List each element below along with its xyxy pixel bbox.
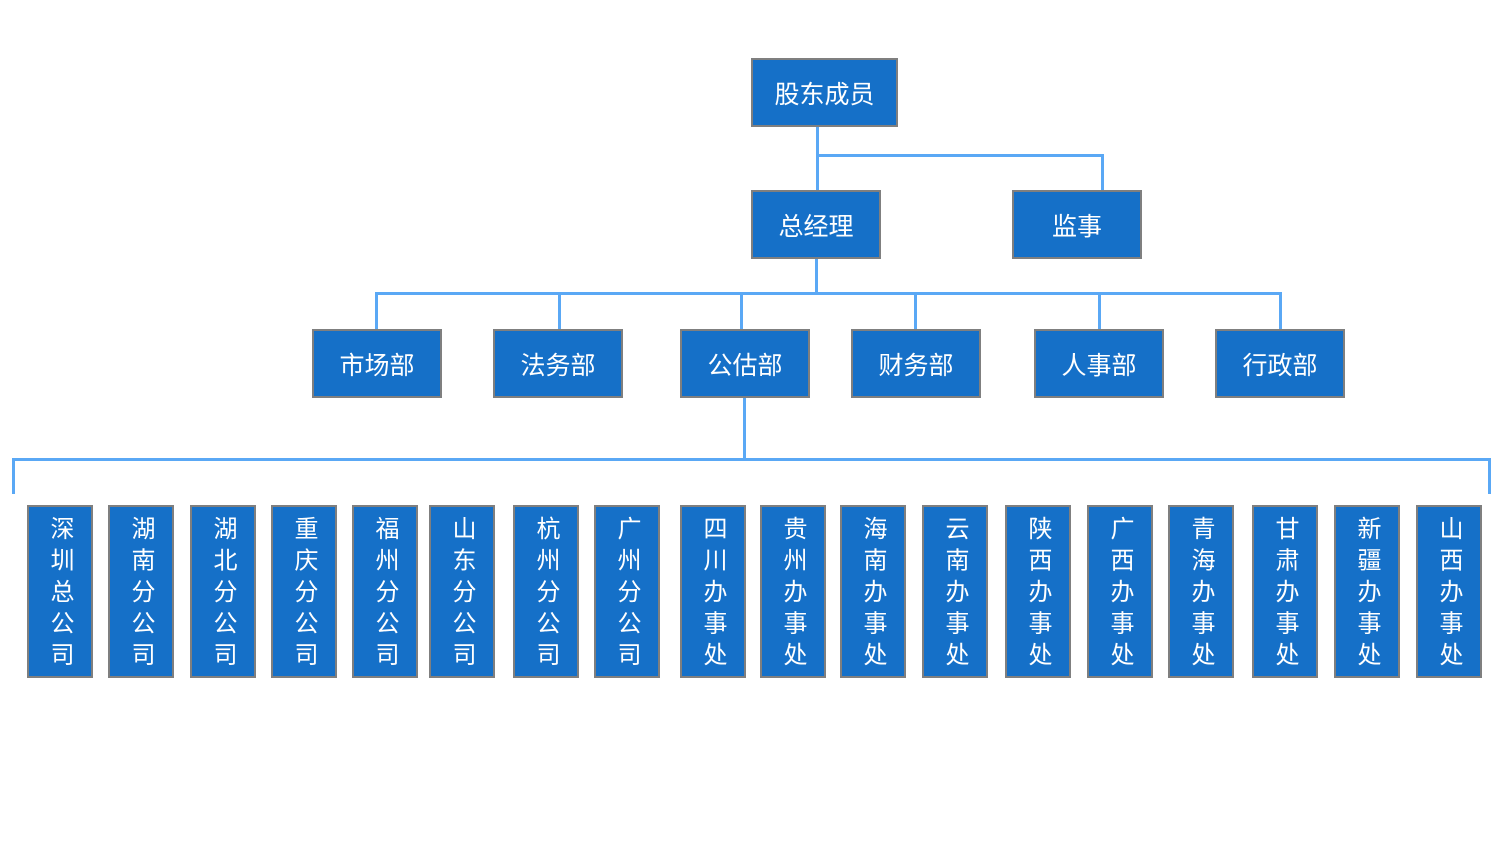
node-branch[interactable]: 甘肃办事处 — [1252, 505, 1318, 678]
connector-line — [815, 258, 818, 294]
node-department[interactable]: 法务部 — [493, 329, 623, 398]
node-branch[interactable]: 福州分公司 — [352, 505, 418, 678]
node-branch[interactable]: 湖北分公司 — [190, 505, 256, 678]
connector-line — [1101, 154, 1104, 190]
node-branch[interactable]: 深圳总公司 — [27, 505, 93, 678]
connector-line — [1488, 458, 1491, 494]
node-general-manager[interactable]: 总经理 — [751, 190, 881, 259]
node-branch[interactable]: 云南办事处 — [922, 505, 988, 678]
connector-line — [1279, 292, 1282, 329]
connector-line — [558, 292, 561, 329]
node-branch[interactable]: 广州分公司 — [594, 505, 660, 678]
node-supervisor[interactable]: 监事 — [1012, 190, 1142, 259]
node-department[interactable]: 市场部 — [312, 329, 442, 398]
node-branch[interactable]: 青海办事处 — [1168, 505, 1234, 678]
connector-line — [816, 154, 1104, 157]
node-branch[interactable]: 山东分公司 — [429, 505, 495, 678]
node-branch[interactable]: 杭州分公司 — [513, 505, 579, 678]
node-branch[interactable]: 重庆分公司 — [271, 505, 337, 678]
connector-line — [1098, 292, 1101, 329]
node-branch[interactable]: 陕西办事处 — [1005, 505, 1071, 678]
node-branch[interactable]: 海南办事处 — [840, 505, 906, 678]
node-branch[interactable]: 广西办事处 — [1087, 505, 1153, 678]
connector-line — [375, 292, 1282, 295]
connector-line — [914, 292, 917, 329]
node-branch[interactable]: 四川办事处 — [680, 505, 746, 678]
node-branch[interactable]: 新疆办事处 — [1334, 505, 1400, 678]
node-department[interactable]: 行政部 — [1215, 329, 1345, 398]
node-root[interactable]: 股东成员 — [751, 58, 898, 127]
node-department[interactable]: 财务部 — [851, 329, 981, 398]
node-branch[interactable]: 山西办事处 — [1416, 505, 1482, 678]
node-branch[interactable]: 湖南分公司 — [108, 505, 174, 678]
node-branch[interactable]: 贵州办事处 — [760, 505, 826, 678]
node-department[interactable]: 公估部 — [680, 329, 810, 398]
connector-line — [740, 292, 743, 329]
connector-line — [375, 292, 378, 329]
connector-line — [12, 458, 1491, 461]
connector-line — [816, 126, 819, 190]
connector-line — [12, 458, 15, 494]
connector-line — [743, 397, 746, 460]
node-department[interactable]: 人事部 — [1034, 329, 1164, 398]
